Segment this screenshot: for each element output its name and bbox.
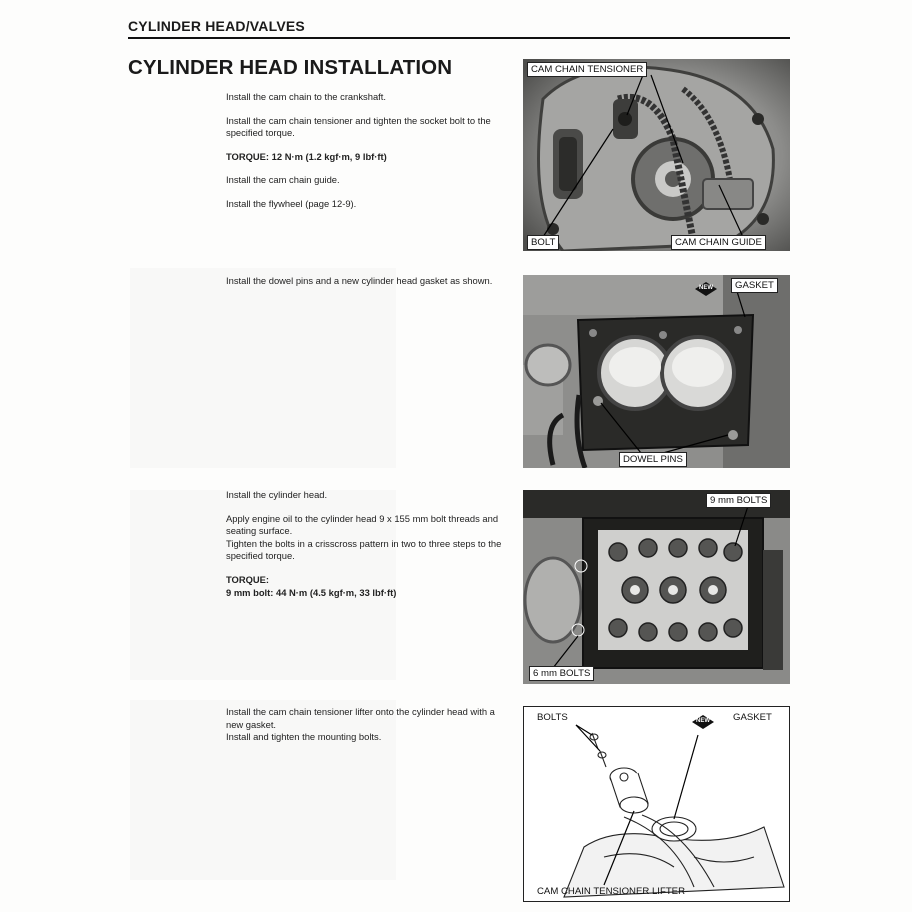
label-cam-chain-guide: CAM CHAIN GUIDE <box>671 235 766 250</box>
engine-crankcase-photo <box>523 59 790 251</box>
step-1-instructions: Install the cam chain to the crankshaft.… <box>226 91 514 222</box>
bleed-through-area <box>130 268 396 468</box>
label-gasket: GASKET <box>733 712 772 723</box>
label-bolts: BOLTS <box>537 712 568 723</box>
new-part-icon <box>692 715 714 729</box>
figure-head-gasket-photo: NEW GASKET DOWEL PINS <box>523 275 790 468</box>
label-gasket: GASKET <box>731 278 778 293</box>
step-2-instructions: Install the dowel pins and a new cylinde… <box>226 275 514 299</box>
bleed-through-area <box>130 700 396 880</box>
new-part-label: NEW <box>696 718 710 724</box>
label-bolt: BOLT <box>527 235 560 250</box>
bleed-through-area <box>130 490 396 680</box>
step-1-text-2: Install the cam chain tensioner and tigh… <box>226 114 491 139</box>
step-4-text-2: Install and tighten the mounting bolts. <box>226 731 382 743</box>
step-1-text-4: Install the flywheel (page 12-9). <box>226 197 357 209</box>
step-3-text-2: Apply engine oil to the cylinder head 9 … <box>226 512 499 537</box>
new-part-icon <box>695 282 717 296</box>
new-part-label: NEW <box>699 285 713 291</box>
page-title: CYLINDER HEAD INSTALLATION <box>128 56 453 79</box>
label-cam-chain-tensioner: CAM CHAIN TENSIONER <box>527 62 648 77</box>
figure-cylinder-head-bolts-photo: 9 mm BOLTS 6 mm BOLTS <box>523 490 790 684</box>
step-2-text-1: Install the dowel pins and a new cylinde… <box>226 275 493 286</box>
section-header: CYLINDER HEAD/VALVES <box>128 18 790 39</box>
cylinder-head-photo <box>523 490 790 684</box>
step-4-instructions: Install the cam chain tensioner lifter o… <box>226 706 514 755</box>
step-3-text-1: Install the cylinder head. <box>226 489 328 500</box>
cylinder-gasket-photo <box>523 275 790 468</box>
label-9mm-bolts: 9 mm BOLTS <box>706 493 772 508</box>
step-3-instructions: Install the cylinder head. Apply engine … <box>226 489 514 610</box>
label-dowel-pins: DOWEL PINS <box>619 452 687 467</box>
figure-cam-chain-tensioner-photo: CAM CHAIN TENSIONER BOLT CAM CHAIN GUIDE <box>523 59 790 251</box>
step-3-torque-label: TORQUE: <box>226 573 270 585</box>
tensioner-lifter-line-drawing <box>563 724 785 898</box>
step-3-torque-value: 9 mm bolt: 44 N·m (4.5 kgf·m, 33 lbf·ft) <box>226 586 397 598</box>
step-1-text-3: Install the cam chain guide. <box>226 174 340 186</box>
step-1-text-1: Install the cam chain to the crankshaft. <box>226 91 386 102</box>
label-cam-chain-tensioner-lifter: CAM CHAIN TENSIONER LIFTER <box>537 886 686 897</box>
label-6mm-bolts: 6 mm BOLTS <box>529 666 595 681</box>
step-3-text-3: Tighten the bolts in a crisscross patter… <box>226 537 502 562</box>
step-1-torque: TORQUE: 12 N·m (1.2 kgf·m, 9 lbf·ft) <box>226 150 387 162</box>
figure-tensioner-lifter-diagram: BOLTS NEW GASKET CAM CHAIN TENSIONER LIF… <box>523 706 790 902</box>
step-4-text-1: Install the cam chain tensioner lifter o… <box>226 706 495 730</box>
